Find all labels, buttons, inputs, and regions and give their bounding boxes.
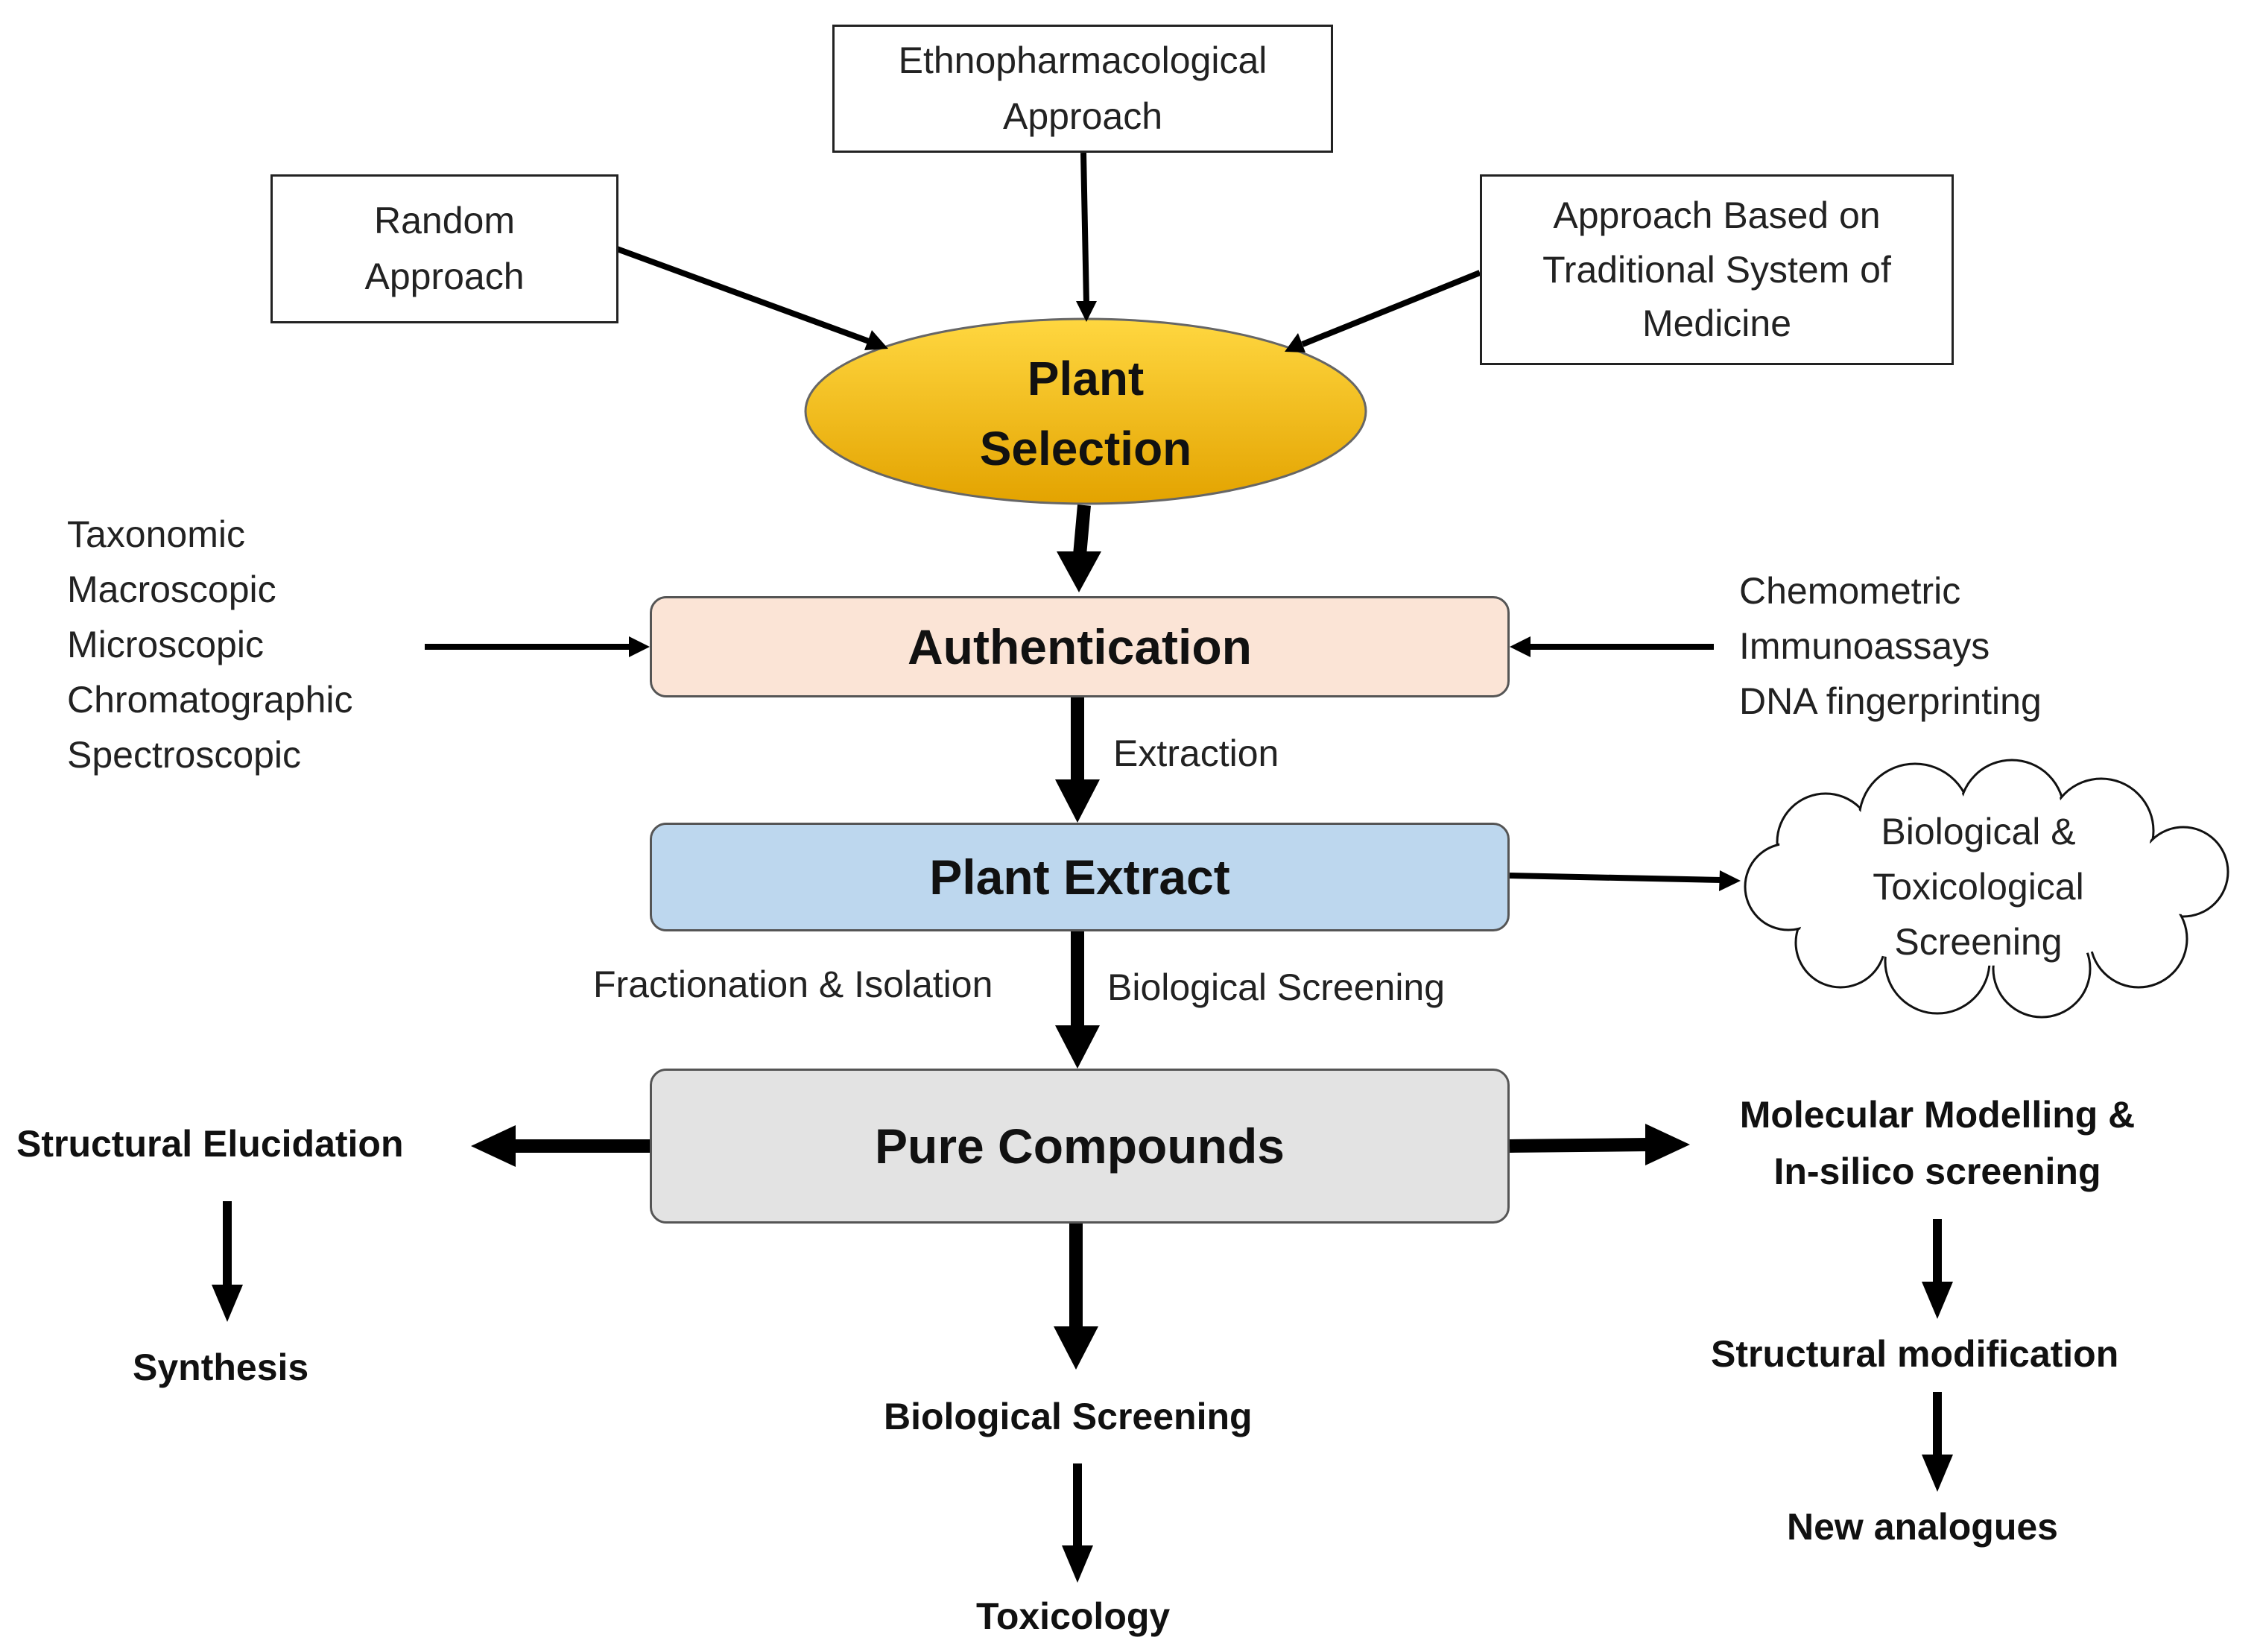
arrow-compounds-to-bioscreening <box>1054 1224 1098 1370</box>
method-chromatographic: Chromatographic <box>67 679 353 721</box>
plant-selection-node: Plant Selection <box>820 328 1352 499</box>
arrow-right-methods-to-authentication <box>1510 636 1714 657</box>
arrow-modification-to-analogues <box>1922 1392 1953 1492</box>
plant-extract-node: Plant Extract <box>650 823 1510 931</box>
ethnopharmacological-approach-label: Ethnopharmacological Approach <box>898 39 1267 137</box>
authentication-node: Authentication <box>650 596 1510 697</box>
arrow-authentication-to-extract <box>1055 697 1100 823</box>
plant-extract-label: Plant Extract <box>929 849 1230 905</box>
arrow-extract-to-screening <box>1509 870 1741 891</box>
bio-tox-screening-label: Biological & Toxicological Screening <box>1873 811 2084 963</box>
cloud-fill <box>1747 762 2226 1015</box>
pure-compounds-label: Pure Compounds <box>874 1118 1285 1174</box>
ethnopharmacological-approach-box: Ethnopharmacological Approach <box>832 25 1333 153</box>
arrow-elucidation-to-synthesis <box>212 1201 243 1322</box>
extraction-label: Extraction <box>1113 732 1279 774</box>
fractionation-label: Fractionation & Isolation <box>593 963 993 1005</box>
authentication-methods-right: Chemometric Immunoassays DNA fingerprint… <box>1739 563 2042 729</box>
method-macroscopic: Macroscopic <box>67 569 276 610</box>
plant-selection-label: Plant Selection <box>979 352 1192 475</box>
random-approach-box: Random Approach <box>270 174 618 323</box>
biological-screening-edge-label: Biological Screening <box>1107 966 1446 1008</box>
arrow-selection-to-authentication <box>1057 504 1101 592</box>
toxicology-label: Toxicology <box>976 1595 1171 1637</box>
authentication-label: Authentication <box>908 619 1252 674</box>
arrow-traditional-to-selection <box>1285 270 1481 352</box>
synthesis-label: Synthesis <box>133 1346 309 1388</box>
authentication-methods-left: Taxonomic Macroscopic Microscopic Chroma… <box>67 507 353 782</box>
arrow-left-methods-to-authentication <box>425 636 650 657</box>
method-spectroscopic: Spectroscopic <box>67 734 302 776</box>
method-immunoassays: Immunoassays <box>1739 625 1990 667</box>
method-dna-fingerprinting: DNA fingerprinting <box>1739 680 2042 722</box>
arrow-extract-to-compounds <box>1055 931 1100 1069</box>
biological-screening-outcome-label: Biological Screening <box>884 1396 1253 1437</box>
traditional-approach-box: Approach Based on Traditional System of … <box>1480 174 1954 365</box>
arrow-compounds-to-elucidation <box>471 1125 650 1167</box>
arrow-bioscreening-to-toxicology <box>1062 1463 1093 1583</box>
structural-elucidation-label: Structural Elucidation <box>16 1123 404 1165</box>
arrow-modelling-to-modification <box>1922 1219 1953 1319</box>
structural-modification-label: Structural modification <box>1711 1333 2119 1375</box>
pure-compounds-node: Pure Compounds <box>650 1069 1510 1224</box>
random-approach-label: Random Approach <box>364 200 525 297</box>
molecular-modelling-label: Molecular Modelling & In-silico screenin… <box>1739 1094 2136 1192</box>
traditional-approach-label: Approach Based on Traditional System of … <box>1542 194 1891 345</box>
arrow-compounds-to-modelling <box>1509 1124 1690 1165</box>
method-chemometric: Chemometric <box>1739 570 1961 612</box>
new-analogues-label: New analogues <box>1787 1506 2058 1548</box>
method-taxonomic: Taxonomic <box>67 513 245 555</box>
method-microscopic: Microscopic <box>67 624 264 665</box>
arrow-random-to-selection <box>615 246 888 350</box>
arrow-ethno-to-selection <box>1076 152 1097 322</box>
bio-tox-screening-node: Biological & Toxicological Screening <box>1796 790 2161 984</box>
